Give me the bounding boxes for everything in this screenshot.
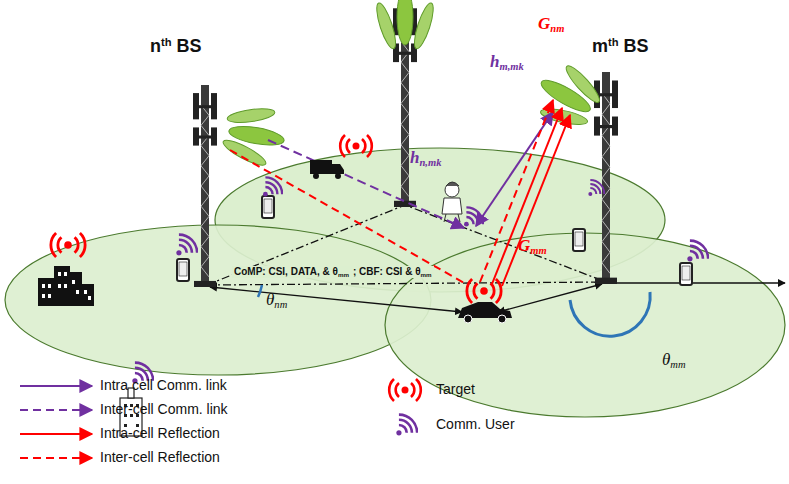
legend-text: Target — [436, 381, 475, 397]
label-text: θ — [266, 290, 274, 309]
label-text: nm — [274, 299, 287, 310]
label-text: G — [538, 14, 550, 33]
channel-symbol: Gmm — [518, 236, 547, 256]
channel-symbol: hn,mk — [410, 148, 441, 168]
label-text: BS — [177, 36, 202, 56]
label-text: mm — [530, 245, 546, 256]
legend-text: Intra cell Comm. link — [100, 377, 227, 393]
label-text: mm — [421, 271, 432, 278]
bs-label: mth BS — [592, 36, 649, 57]
label-text: mm — [338, 271, 349, 278]
channel-symbol: Gnm — [538, 14, 564, 34]
label-text: m — [592, 36, 608, 56]
label-text: nm — [550, 23, 564, 34]
label-text: n,mk — [419, 157, 441, 168]
label-text: mm — [670, 359, 685, 370]
label-text: ; CBF: CSI & θ — [353, 266, 421, 277]
label-text: CoMP: CSI, DATA, & θ — [234, 266, 338, 277]
label-text: BS — [624, 36, 649, 56]
label-text: n — [150, 36, 161, 56]
coordination-note: CoMP: CSI, DATA, & θmm; CBF: CSI & θmm — [232, 266, 434, 278]
legend-text: Comm. User — [436, 416, 515, 432]
bs-label: nth BS — [150, 36, 202, 57]
angle-symbol: θnm — [266, 290, 287, 310]
angle-symbol: θmm — [662, 350, 686, 370]
label-text: th — [161, 36, 172, 48]
legend-text: Inter-cell Reflection — [100, 449, 220, 465]
label-text: th — [608, 36, 619, 48]
legend-text: Intra-cell Reflection — [100, 425, 220, 441]
label-text: h — [410, 148, 419, 167]
legend-text: Inter-cell Comm. link — [100, 401, 228, 417]
label-text: G — [518, 236, 530, 255]
label-text: h — [490, 52, 499, 71]
label-text: m,mk — [499, 61, 523, 72]
channel-symbol: hm,mk — [490, 52, 524, 72]
label-text: θ — [662, 350, 670, 369]
